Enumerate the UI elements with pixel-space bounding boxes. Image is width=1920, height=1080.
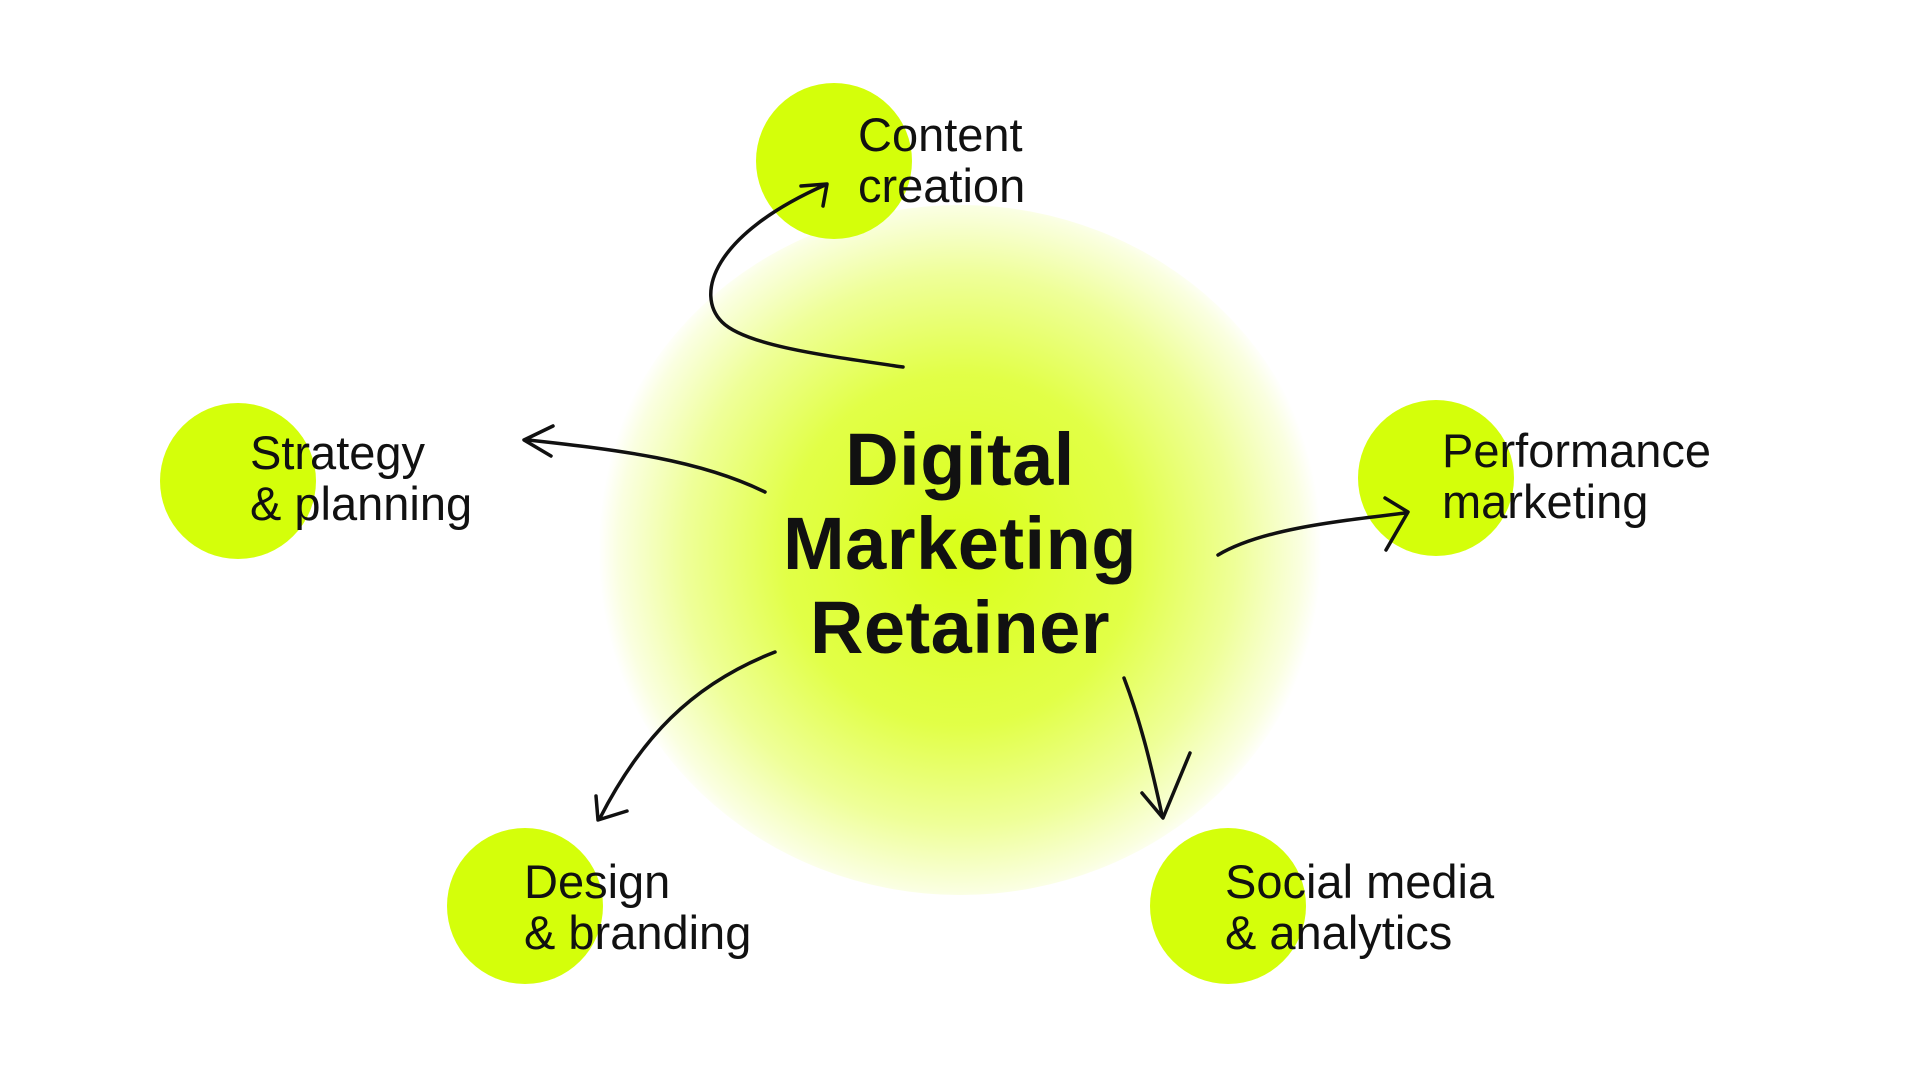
arrowhead-strategy-planning	[522, 424, 555, 458]
center-title-line1: Digital	[845, 418, 1075, 501]
social-media-analytics-line1: Social media	[1225, 855, 1495, 908]
center-glow	[595, 205, 1325, 895]
social-media-analytics-dot	[1150, 828, 1306, 984]
strategy-planning-label: Strategy & planning	[250, 427, 472, 529]
arrow-to-content-creation	[709, 183, 905, 369]
arrow-to-social-media-analytics	[1122, 676, 1164, 817]
arrow-to-performance-marketing	[1216, 511, 1407, 557]
design-branding-dot	[447, 828, 603, 984]
center-title-line3: Retainer	[809, 586, 1111, 669]
strategy-planning-line2: & planning	[250, 477, 473, 530]
arrowhead-content-creation	[799, 182, 829, 208]
arrow-to-design-branding	[598, 650, 777, 820]
social-media-analytics-label: Social media & analytics	[1225, 856, 1494, 958]
content-creation-line1: Content	[858, 108, 1023, 161]
center-title-line2: Marketing	[782, 502, 1137, 585]
arrow-to-strategy-planning	[526, 438, 767, 494]
performance-marketing-label: Performance marketing	[1442, 425, 1711, 527]
arrowhead-design-branding	[594, 794, 629, 822]
performance-marketing-line1: Performance	[1442, 424, 1712, 477]
content-creation-line2: creation	[858, 159, 1026, 212]
arrowhead-social-media-analytics	[1140, 751, 1192, 820]
performance-marketing-dot	[1358, 400, 1514, 556]
performance-marketing-line2: marketing	[1442, 475, 1649, 528]
design-branding-line1: Design	[524, 855, 671, 908]
content-creation-label: Content creation	[858, 109, 1025, 211]
strategy-planning-dot	[160, 403, 316, 559]
strategy-planning-line1: Strategy	[250, 426, 426, 479]
social-media-analytics-line2: & analytics	[1225, 906, 1453, 959]
center-title: Digital Marketing Retainer	[700, 418, 1220, 670]
arrowhead-performance-marketing	[1383, 496, 1410, 552]
design-branding-line2: & branding	[524, 906, 752, 959]
design-branding-label: Design & branding	[524, 856, 751, 958]
content-creation-dot	[756, 83, 912, 239]
